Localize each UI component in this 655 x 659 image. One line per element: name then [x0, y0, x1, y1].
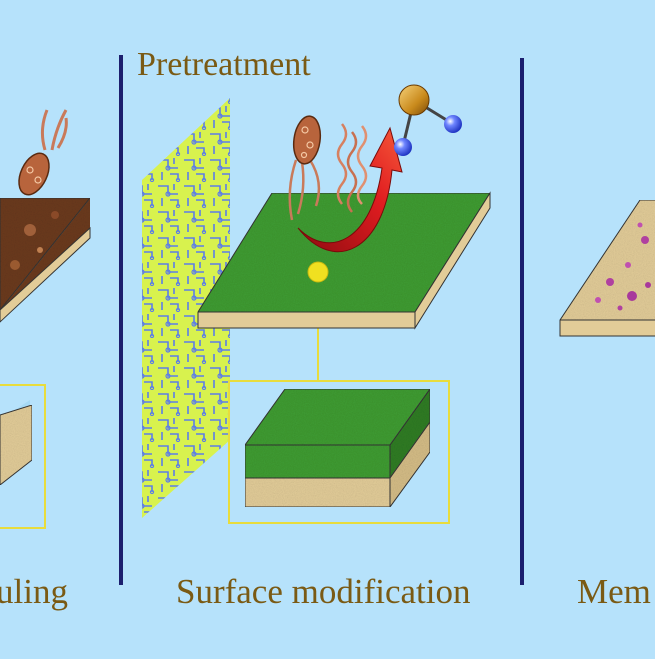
pattern-sheet [142, 98, 230, 518]
inset-left [0, 384, 46, 529]
membrane-right [559, 199, 655, 337]
bacterium-left [18, 109, 68, 196]
molecule-icon [394, 84, 462, 156]
divider-right [520, 58, 524, 585]
label-fouling-partial: uling [0, 572, 68, 611]
divider-left [119, 55, 123, 585]
label-pretreatment: Pretreatment [137, 46, 311, 83]
label-surface-modification: Surface modification [176, 572, 471, 611]
fouled-membrane [0, 197, 92, 323]
bacterium-mid [288, 115, 322, 221]
inset-middle [228, 380, 450, 524]
label-membrane-partial: Mem [577, 572, 651, 611]
modified-membrane [197, 191, 491, 330]
magnify-point [307, 261, 329, 283]
protein-strands [336, 123, 368, 213]
